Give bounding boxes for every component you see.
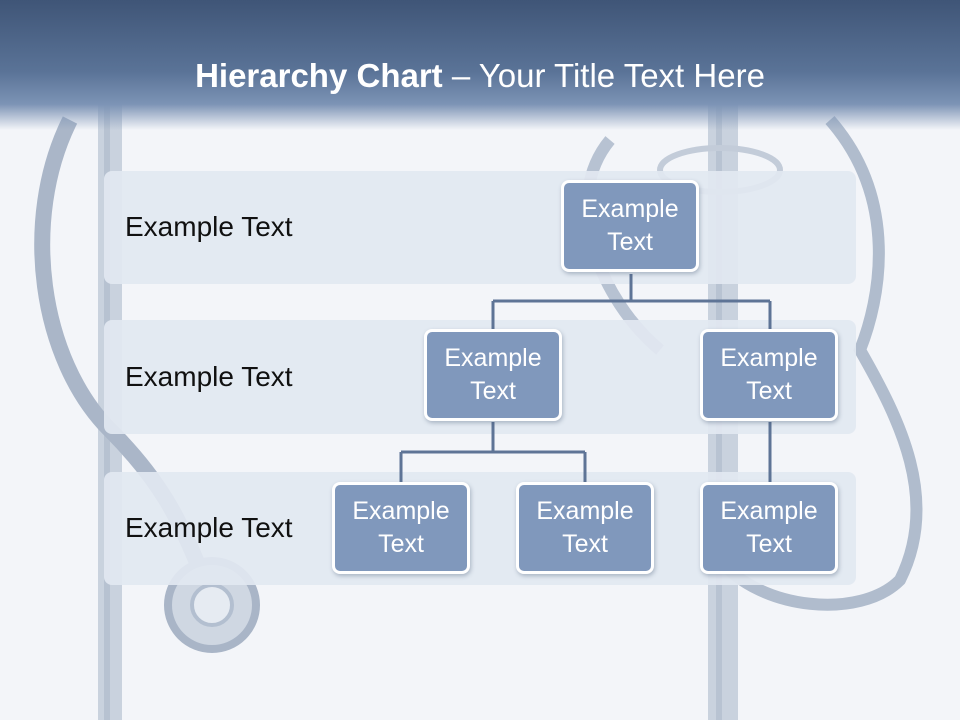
node-level2-left[interactable]: Example Text: [424, 329, 562, 421]
title-bold-part: Hierarchy Chart: [195, 57, 443, 94]
connector-left-to-children: [399, 422, 587, 482]
title-bar: [0, 0, 960, 130]
node-level2-right[interactable]: Example Text: [700, 329, 838, 421]
slide-title: Hierarchy Chart – Your Title Text Here: [0, 54, 960, 98]
node-level3-b[interactable]: Example Text: [516, 482, 654, 574]
level-band-1: [104, 171, 856, 284]
title-rest-part: – Your Title Text Here: [442, 57, 765, 94]
level-label-1: Example Text: [125, 211, 293, 242]
level-label-3: Example Text: [125, 512, 293, 543]
connector-root-to-level2: [491, 274, 772, 330]
node-level3-c[interactable]: Example Text: [700, 482, 838, 574]
level-label-2: Example Text: [125, 361, 293, 392]
node-level3-a[interactable]: Example Text: [332, 482, 470, 574]
node-root[interactable]: Example Text: [561, 180, 699, 272]
